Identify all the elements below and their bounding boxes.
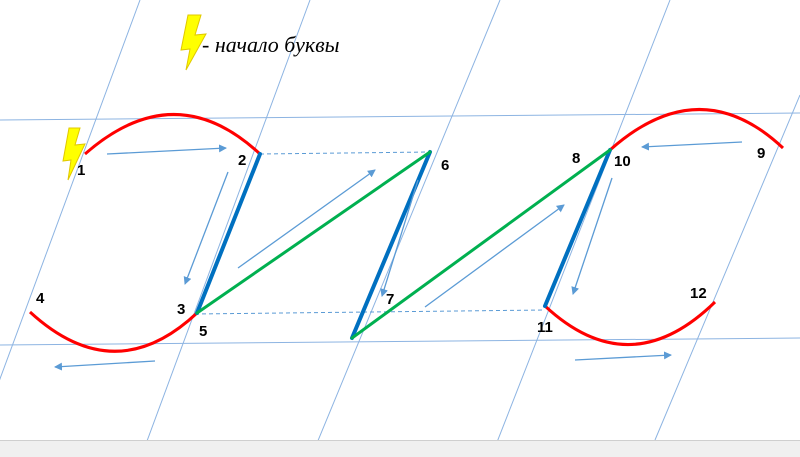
stroke-2-3 (195, 152, 262, 315)
point-label: 8 (572, 150, 580, 167)
stroke-7-8 (350, 148, 612, 340)
legend-lightning-icon (180, 14, 207, 71)
arrow-bottom-right (574, 351, 672, 361)
horizontal-guide-lines (0, 112, 800, 346)
point-labels: 1 2 3 4 5 6 7 8 9 10 11 12 (36, 145, 765, 340)
arrow-9-10 (641, 141, 743, 151)
point-label: 9 (757, 145, 765, 162)
arrow-10-11 (571, 177, 613, 295)
point-label: 5 (199, 323, 207, 340)
stroke-5-6 (195, 150, 432, 315)
arrow-3-6 (237, 169, 376, 269)
point-label: 2 (238, 152, 246, 169)
direction-arrows (54, 141, 743, 371)
lightning-icon (62, 127, 86, 181)
point-label: 10 (614, 153, 631, 170)
point-label: 6 (441, 157, 449, 174)
legend-text: - начало буквы (202, 32, 340, 57)
red-arcs (28, 108, 785, 353)
dashed-helper-lines (194, 151, 546, 315)
arc-top-right (609, 108, 785, 152)
point-label: 12 (690, 285, 707, 302)
arrow-1-2 (106, 144, 227, 155)
arc-top-left (84, 113, 262, 156)
arrow-bottom-left (54, 360, 156, 371)
arrow-6-7 (380, 179, 419, 297)
arrow-2-3 (183, 171, 229, 285)
arc-bottom-right (543, 300, 717, 346)
point-label: 3 (177, 301, 185, 318)
arc-bottom-left (28, 310, 199, 353)
point-label: 7 (386, 291, 394, 308)
bottom-scroll-bar[interactable] (0, 440, 800, 457)
point-label: 11 (537, 319, 553, 336)
point-label: 1 (77, 162, 85, 179)
point-label: 4 (36, 290, 45, 307)
green-strokes (195, 148, 612, 340)
arrow-7-8 (424, 204, 565, 308)
stroke-10-11 (543, 148, 612, 308)
